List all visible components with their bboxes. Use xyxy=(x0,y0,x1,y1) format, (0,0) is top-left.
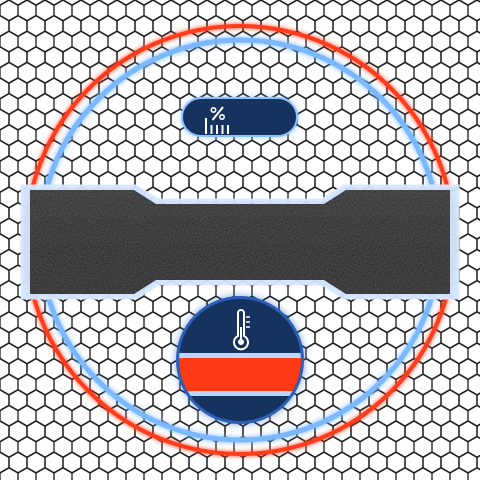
thermometer-icon xyxy=(233,309,250,351)
temp-red-band xyxy=(179,358,301,391)
display-band-surface xyxy=(30,190,450,294)
temp-light-stripe-top xyxy=(179,353,301,358)
humidity-percent-icon xyxy=(205,106,229,134)
humidity-button[interactable] xyxy=(181,97,298,137)
temperature-button[interactable] xyxy=(176,296,304,424)
temp-light-stripe-bottom xyxy=(179,391,301,396)
